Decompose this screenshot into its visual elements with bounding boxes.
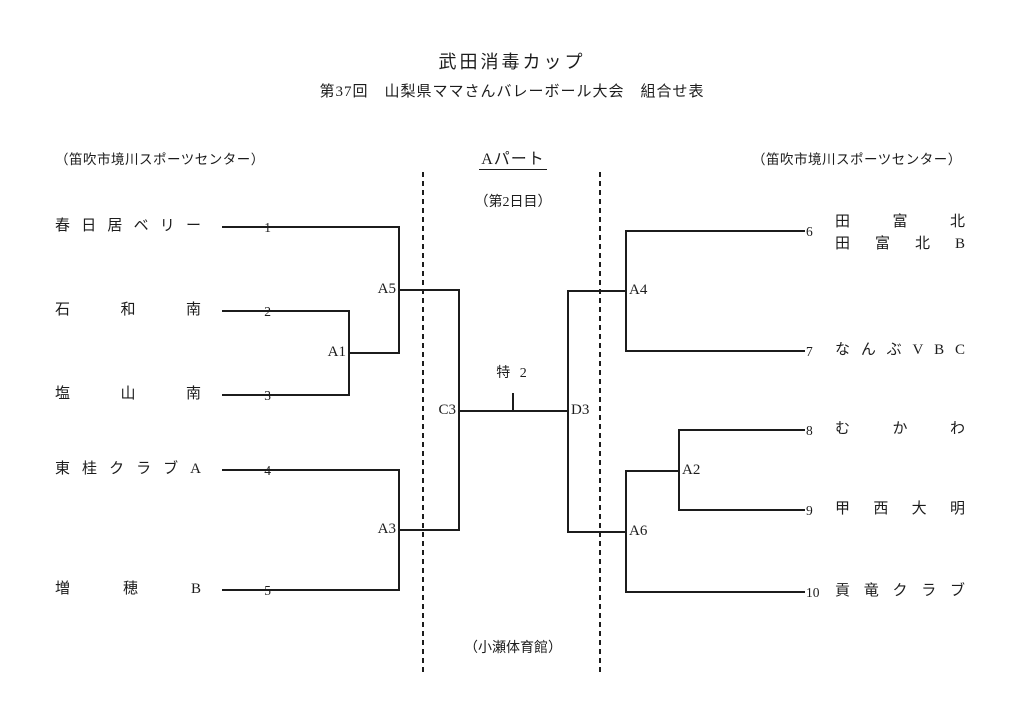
team-name-8: むかわ <box>835 421 965 437</box>
team-name-3: 塩山南 <box>55 386 201 402</box>
team-seed-6: 6 <box>806 224 813 239</box>
bracket-line-a4-winner <box>567 290 625 292</box>
bracket-line-team4 <box>222 469 400 471</box>
bracket-line-team9 <box>678 509 805 511</box>
team-seed-4: 4 <box>264 463 271 478</box>
bracket-line-a2-winner <box>625 470 678 472</box>
bracket-line-a6-winner <box>567 531 625 533</box>
bracket-line-team6 <box>625 230 805 232</box>
team-seed-8: 8 <box>806 423 813 438</box>
bracket-join-a6 <box>625 470 627 593</box>
team-name-6-line1: 田富北 <box>835 214 965 230</box>
bracket-champion-tick <box>512 393 514 412</box>
bracket-line-a3-winner <box>398 529 460 531</box>
day-label: （第2日目） <box>474 195 552 210</box>
part-a-header: Aパート <box>433 145 593 170</box>
team-seed-2: 2 <box>264 304 271 319</box>
team-seed-7: 7 <box>806 344 813 359</box>
team-seed-10: 10 <box>806 585 820 600</box>
match-label-a5: A5 <box>377 281 396 297</box>
bracket-line-a5-winner <box>398 289 460 291</box>
bracket-line-team7 <box>625 350 805 352</box>
team-seed-3: 3 <box>264 388 271 403</box>
team-seed-9: 9 <box>806 503 813 518</box>
match-label-c3: C3 <box>438 402 456 418</box>
bracket-line-team3 <box>222 394 350 396</box>
bracket-line-team10 <box>625 591 805 593</box>
team-name-2: 石和南 <box>55 302 201 318</box>
match-label-a6: A6 <box>629 523 648 539</box>
bracket-line-a1-winner <box>348 352 400 354</box>
bracket-join-a4 <box>625 230 627 352</box>
bracket-join-a2 <box>678 429 680 511</box>
dashed-separator-left <box>422 172 424 672</box>
match-label-d3: D3 <box>571 402 590 418</box>
gym-label: （小瀬体育館） <box>464 641 562 656</box>
team-name-9: 甲西大明 <box>835 501 965 517</box>
match-label-a3: A3 <box>377 521 396 537</box>
team-name-1: 春日居ベリー <box>55 218 201 234</box>
bracket-join-d3 <box>567 290 569 533</box>
bracket-line-team2 <box>222 310 350 312</box>
venue-left-label: （笛吹市境川スポーツセンター） <box>55 152 265 167</box>
final-match-label: 特 2 <box>496 366 530 381</box>
bracket-line-team8 <box>678 429 805 431</box>
match-label-a1: A1 <box>327 344 346 360</box>
bracket-line-team1 <box>222 226 400 228</box>
team-seed-1: 1 <box>264 220 271 235</box>
match-label-a2: A2 <box>682 462 701 478</box>
dashed-separator-right <box>599 172 601 672</box>
venue-right-label: （笛吹市境川スポーツセンター） <box>752 152 962 167</box>
page-title: 武田消毒カップ <box>438 52 586 72</box>
match-label-a4: A4 <box>629 282 648 298</box>
bracket-line-team5 <box>222 589 400 591</box>
team-name-10: 貢竜クラブ <box>835 583 965 599</box>
part-a-label: Aパート <box>479 151 547 170</box>
team-seed-5: 5 <box>264 583 271 598</box>
page-subtitle: 第37回 山梨県ママさんバレーボール大会 組合せ表 <box>319 84 705 100</box>
